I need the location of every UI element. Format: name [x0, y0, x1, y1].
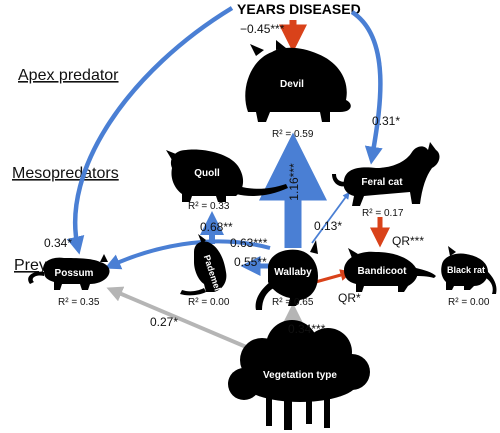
coef-veg-possum: 0.27*	[150, 315, 178, 329]
coef-wallaby-possum: 0.63***	[230, 236, 268, 250]
wallaby-r2: R² = 0.65	[272, 297, 314, 308]
feral-cat-silhouette: Feral cat	[332, 142, 440, 206]
coef-wallaby-cat: 0.13*	[314, 219, 342, 233]
level-label-apex: Apex predator	[18, 67, 119, 84]
coef-years-devil: −0.45***	[240, 22, 285, 36]
quoll-label: Quoll	[194, 168, 220, 179]
arrow-wallaby-possum	[104, 239, 271, 270]
level-label-meso: Mesopredators	[12, 165, 119, 182]
bandicoot-silhouette: Bandicoot	[344, 248, 436, 292]
quoll-r2: R² = 0.33	[188, 201, 230, 212]
coef-wallaby-pademelon: 0.55**	[234, 255, 267, 269]
coef-years-cat: 0.31*	[372, 114, 400, 128]
arrow-veg-possum	[106, 286, 259, 354]
coef-cat-bandicoot: QR***	[392, 234, 424, 248]
devil-label: Devil	[280, 79, 304, 90]
feral-cat-r2: R² = 0.17	[362, 208, 404, 219]
bandicoot-label: Bandicoot	[358, 266, 408, 277]
possum-r2: R² = 0.35	[58, 297, 100, 308]
coef-veg-wallaby: 0.34***	[288, 322, 326, 336]
coef-wallaby-devil: 1.16***	[287, 163, 301, 201]
vegetation-label: Vegetation type	[263, 370, 337, 381]
quoll-silhouette: Quoll	[166, 149, 288, 202]
years-diseased-header: YEARS DISEASED	[237, 1, 361, 17]
level-label-prey: Prey	[14, 257, 47, 274]
pademelon-r2: R² = 0.00	[188, 297, 230, 308]
possum-silhouette: Possum	[28, 254, 110, 290]
vegetation-tree-silhouette: Vegetation type	[228, 320, 370, 430]
arrow-wallaby-cat	[311, 191, 350, 244]
coef-years-possum: 0.34*	[44, 236, 72, 250]
arrow-years-cat	[350, 10, 383, 165]
possum-label: Possum	[55, 268, 94, 279]
black-rat-silhouette: Black rat	[441, 246, 497, 294]
devil-silhouette: Devil	[245, 40, 351, 122]
black-rat-r2: R² = 0.00	[448, 297, 490, 308]
coef-wallaby-bandicoot: QR*	[338, 291, 361, 305]
arrow-years-possum	[66, 6, 234, 255]
devil-r2: R² = 0.59	[272, 129, 314, 140]
arrow-wallaby-bandicoot	[311, 269, 353, 285]
wallaby-silhouette: Wallaby	[255, 240, 318, 310]
black-rat-label: Black rat	[447, 265, 485, 275]
feral-cat-label: Feral cat	[361, 177, 403, 188]
wallaby-label: Wallaby	[274, 267, 312, 278]
coef-pademelon-quoll: 0.68**	[200, 220, 233, 234]
